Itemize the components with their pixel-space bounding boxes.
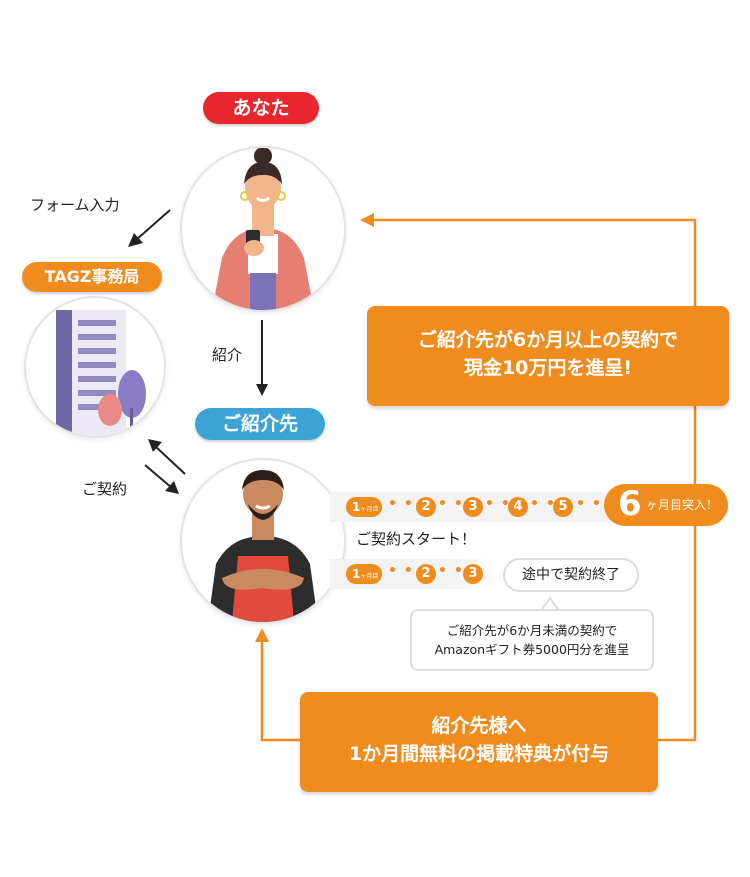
form-arrow [135, 209, 171, 241]
free-trial-line1: 紹介先様へ [431, 715, 527, 737]
timeline-full-step-2: 2 [416, 497, 436, 517]
timeline-final-number: 6 [618, 484, 642, 524]
timeline-final-label: ヶ月目突入！ [646, 498, 719, 512]
gift-bubble: ご紹介先が6か月未満の契約で Amazonギフト券5000円分を進呈 [410, 609, 654, 671]
timeline-full-step-3: 3 [463, 497, 483, 517]
timeline-dots: • • [530, 496, 556, 512]
timeline-dots: • • [576, 496, 602, 512]
form-input-label: フォーム入力 [30, 196, 120, 214]
timeline-final-badge: 6 ヶ月目突入！ [604, 484, 728, 526]
gift-bubble-tail [540, 596, 560, 612]
timeline-short-step-1: 1ヶ月目 [346, 564, 383, 584]
free-trial-line2: 1か月間無料の掲載特典が付与 [348, 743, 610, 765]
timeline-short-step-1-suffix: ヶ月目 [360, 573, 379, 580]
timeline-full-step-1: 1ヶ月目 [346, 497, 383, 517]
early-end-pill: 途中で契約終了 [503, 558, 639, 592]
timeline-dots: • • [438, 496, 464, 512]
timeline-dots: • • [388, 496, 414, 512]
timeline-full-step-1-suffix: ヶ月目 [360, 506, 379, 513]
timeline-dots: • • [485, 496, 511, 512]
contract-arrow-down [144, 464, 173, 489]
office-label: TAGZ事務局 [22, 262, 162, 292]
woman-with-phone-icon [212, 148, 314, 310]
timeline-short-step-2: 2 [416, 564, 436, 584]
gift-bubble-line1: ご紹介先が6か月未満の契約で [446, 623, 618, 638]
gift-bubble-line2: Amazonギフト券5000円分を進呈 [434, 642, 630, 657]
you-label: あなた [203, 92, 319, 124]
timeline-dots: • • [388, 563, 414, 579]
office-building-icon [56, 310, 146, 436]
reward-return-arrowhead [360, 213, 374, 227]
free-return-arrowhead [255, 628, 269, 642]
free-return-line [260, 640, 300, 742]
timeline-full-step-1-number: 1 [352, 500, 361, 514]
referral-label: ご紹介先 [195, 408, 325, 440]
timeline-full-step-4: 4 [508, 497, 528, 517]
contract-arrow-up [154, 445, 186, 475]
contract-arrowhead-up [148, 439, 162, 452]
contract-arrowhead-down [165, 481, 179, 494]
contract-label: ご契約 [82, 480, 128, 498]
contract-start-label: ご契約スタート！ [356, 530, 477, 548]
shopkeeper-arms-crossed-icon [208, 470, 318, 622]
free-trial-box: 紹介先様へ 1か月間無料の掲載特典が付与 [300, 692, 658, 792]
cash-reward-line2: 現金10万円を進呈! [463, 357, 633, 379]
reward-return-line [372, 218, 697, 742]
referral-avatar-circle [180, 458, 346, 624]
form-arrowhead [128, 233, 143, 247]
timeline-short-step-3: 3 [463, 564, 483, 584]
office-circle [24, 296, 166, 438]
introduce-arrowhead [256, 384, 268, 396]
you-avatar-circle [180, 146, 346, 312]
timeline-short-step-1-number: 1 [352, 567, 361, 581]
introduce-label: 紹介 [212, 346, 243, 364]
cash-reward-line1: ご紹介先が6か月以上の契約で [417, 329, 679, 351]
cash-reward-box: ご紹介先が6か月以上の契約で 現金10万円を進呈! [367, 306, 729, 406]
timeline-full-step-5: 5 [553, 497, 573, 517]
timeline-dots: • • [438, 563, 464, 579]
